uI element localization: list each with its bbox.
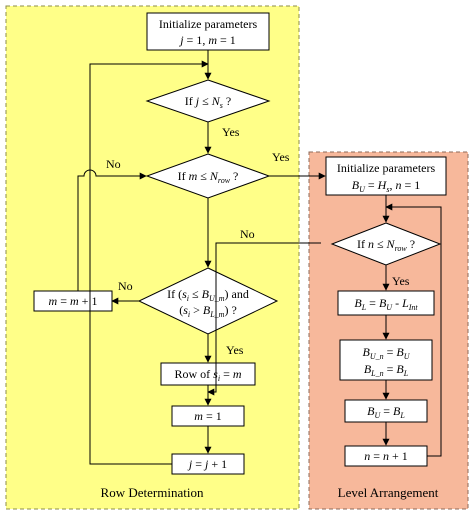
assign-text-line1: BU_n = BU [362, 345, 410, 361]
bl-box [337, 290, 435, 316]
level-arrangement-label: Level Arrangement [338, 485, 439, 500]
init-parameters-title: Initialize parameters [159, 17, 258, 31]
yes-label-cond-m: Yes [272, 150, 290, 164]
n-increment-text: n = n + 1 [364, 449, 408, 463]
edge-level-return [207, 242, 321, 396]
bu-text: BU = BL [367, 404, 405, 420]
cond-s-text-line1: If (si ≤ BU_m) and [167, 287, 249, 303]
init-parameters-box [146, 12, 270, 51]
m-increment-box [33, 290, 113, 312]
no-label-cond-n: No [240, 227, 255, 241]
yes-label-cond-n: Yes [392, 274, 410, 288]
init-parameters-eq: j = 1, m = 1 [178, 33, 236, 47]
row-assignment-text: Row of si = m [174, 367, 241, 383]
level-init-title: Initialize parameters [337, 161, 436, 175]
assign-text-line2: BL_n = BL [364, 362, 409, 378]
m-increment-text: m = m + 1 [49, 294, 98, 308]
edge-m-increment-loop [77, 169, 147, 291]
level-init-box [325, 156, 447, 196]
no-label-cond-s: No [118, 279, 133, 293]
bl-text: BL = BU - LInt [354, 296, 418, 312]
yes-label-cond-s: Yes [226, 343, 244, 357]
cond-s-text-line2: (si > BL_m) ? [179, 303, 237, 319]
m-reset-text: m = 1 [194, 409, 221, 423]
edge-n-increment-loop [385, 203, 442, 457]
assign-box [339, 339, 433, 381]
row-determination-panel [5, 5, 300, 510]
level-init-eq: BU = Hs, n = 1 [352, 178, 420, 194]
no-label-cond-m: No [106, 157, 121, 171]
j-increment-text: j = j + 1 [187, 457, 227, 471]
cond-n-text: If n ≤ Nrow ? [357, 237, 415, 253]
cond-m-text: If m ≤ Nrow ? [178, 169, 239, 185]
cond-j-text: If j ≤ Ns ? [185, 94, 231, 110]
row-determination-label: Row Determination [101, 485, 204, 500]
yes-label-cond-j: Yes [222, 125, 240, 139]
edge-j-increment-loop [89, 60, 209, 465]
